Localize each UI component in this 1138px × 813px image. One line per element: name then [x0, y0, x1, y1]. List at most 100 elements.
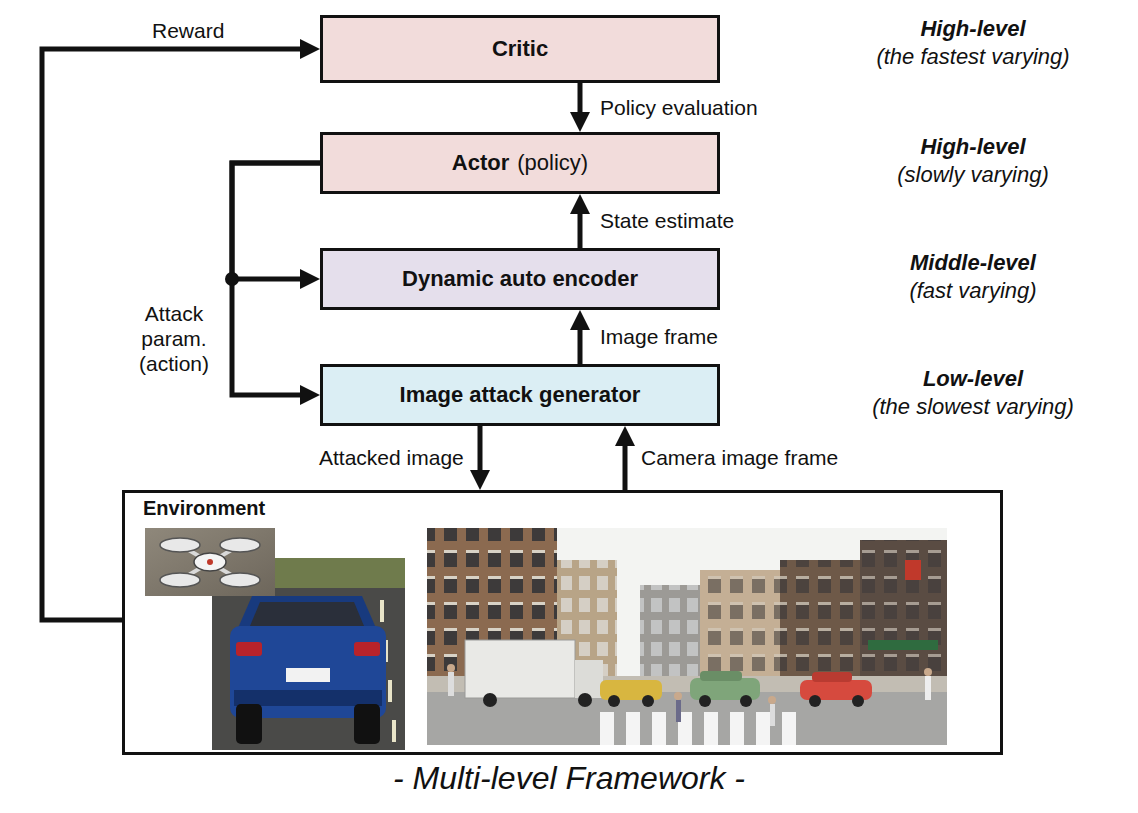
level-rate: (slowly varying) — [828, 162, 1118, 188]
illustration-part — [354, 704, 380, 744]
illustration-part — [465, 640, 575, 698]
illustration-part — [780, 560, 860, 680]
illustration-part — [600, 680, 662, 700]
street-scene — [427, 528, 947, 745]
illustration-part — [652, 712, 666, 745]
illustration-part — [600, 712, 614, 745]
illustration-part — [388, 680, 392, 702]
node-text-row: Image attack generator — [400, 382, 641, 408]
figure-caption: - Multi-level Framework - — [0, 760, 1138, 797]
illustration-part — [392, 720, 396, 742]
illustration-part — [236, 642, 262, 656]
illustration-part — [700, 570, 780, 680]
illustration-part — [700, 671, 742, 681]
illustration-part — [608, 695, 620, 707]
illustration-part — [236, 704, 262, 744]
illustration-part — [160, 573, 200, 587]
drone-image — [145, 528, 275, 596]
junction-dot — [225, 272, 239, 286]
illustration-part — [238, 596, 376, 628]
illustration-part — [852, 695, 864, 707]
edge-label: Attack param. (action) — [126, 301, 222, 377]
illustration-part — [578, 693, 592, 707]
illustration-part — [699, 695, 711, 707]
illustration-part — [220, 573, 260, 587]
illustration-part — [447, 664, 455, 672]
level-name: High-level — [828, 16, 1118, 42]
illustration-part — [286, 668, 330, 682]
illustration-part — [575, 660, 603, 698]
illustration-part — [756, 712, 770, 745]
illustration-part — [640, 585, 700, 680]
arrow-connector — [578, 83, 583, 122]
illustration-part — [812, 672, 852, 682]
edge-label: Camera image frame — [639, 445, 840, 470]
illustration-part — [782, 712, 796, 745]
illustration-part — [380, 600, 384, 622]
car-image — [212, 558, 405, 750]
illustration-part — [925, 676, 931, 700]
level-name: Middle-level — [828, 250, 1118, 276]
illustration-part — [220, 538, 260, 552]
illustration-part — [868, 640, 938, 650]
node-text-row: Environment — [143, 497, 265, 520]
illustration-part — [427, 528, 947, 745]
illustration-part — [160, 538, 200, 552]
edge-label: Policy evaluation — [598, 95, 760, 120]
illustration-part — [354, 642, 380, 656]
arrow-connector — [232, 163, 320, 279]
illustration-part — [207, 559, 213, 565]
arrow-connector — [578, 204, 583, 248]
illustration-part — [860, 540, 947, 680]
encoder-box: Dynamic auto encoder — [320, 248, 720, 310]
illustration-part — [642, 695, 654, 707]
arrow-connector — [623, 436, 628, 490]
illustration-part — [640, 585, 700, 680]
node-subtitle: (policy) — [517, 150, 588, 176]
node-title: Dynamic auto encoder — [402, 266, 638, 292]
illustration-part — [194, 553, 226, 571]
edge-label: Attacked image — [317, 445, 466, 470]
level-rate: (fast varying) — [828, 278, 1118, 304]
illustration-part — [700, 570, 780, 680]
illustration-part — [905, 560, 921, 580]
node-title: Actor — [452, 150, 509, 176]
edge-label: Reward — [150, 18, 226, 43]
illustration-part — [626, 712, 640, 745]
illustration-part — [212, 558, 405, 750]
arrow-connector — [42, 49, 310, 620]
node-text-row: Critic — [492, 36, 548, 62]
node-text-row: Dynamic auto encoder — [402, 266, 638, 292]
illustration-part — [483, 693, 497, 707]
edge-label: Image frame — [598, 324, 720, 349]
illustration-part — [809, 695, 821, 707]
illustration-part — [740, 695, 752, 707]
illustration-part — [730, 712, 744, 745]
node-text-row: Actor (policy) — [452, 150, 588, 176]
illustration-part — [234, 690, 382, 706]
illustration-part — [924, 668, 932, 676]
illustration-part — [676, 700, 681, 722]
illustration-part — [860, 540, 947, 680]
illustration-part — [768, 696, 776, 704]
arrow-connector — [478, 426, 483, 480]
illustration-part — [704, 712, 718, 745]
generator-box: Image attack generator — [320, 364, 720, 426]
illustration-part — [145, 528, 275, 596]
illustration-part — [780, 560, 860, 680]
level-rate: (the fastest varying) — [828, 44, 1118, 70]
level-name: High-level — [828, 134, 1118, 160]
edge-label: State estimate — [598, 208, 736, 233]
illustration-part — [250, 602, 364, 626]
illustration-part — [448, 672, 454, 696]
illustration-part — [770, 704, 775, 726]
level-name: Low-level — [828, 366, 1118, 392]
node-title: Image attack generator — [400, 382, 641, 408]
arrow-connector — [578, 320, 583, 364]
environment-box: Environment — [122, 490, 1003, 755]
arrow-connector — [232, 163, 320, 395]
illustration-part — [674, 692, 682, 700]
actor-box: Actor (policy) — [320, 132, 720, 194]
level-rate: (the slowest varying) — [828, 394, 1118, 420]
